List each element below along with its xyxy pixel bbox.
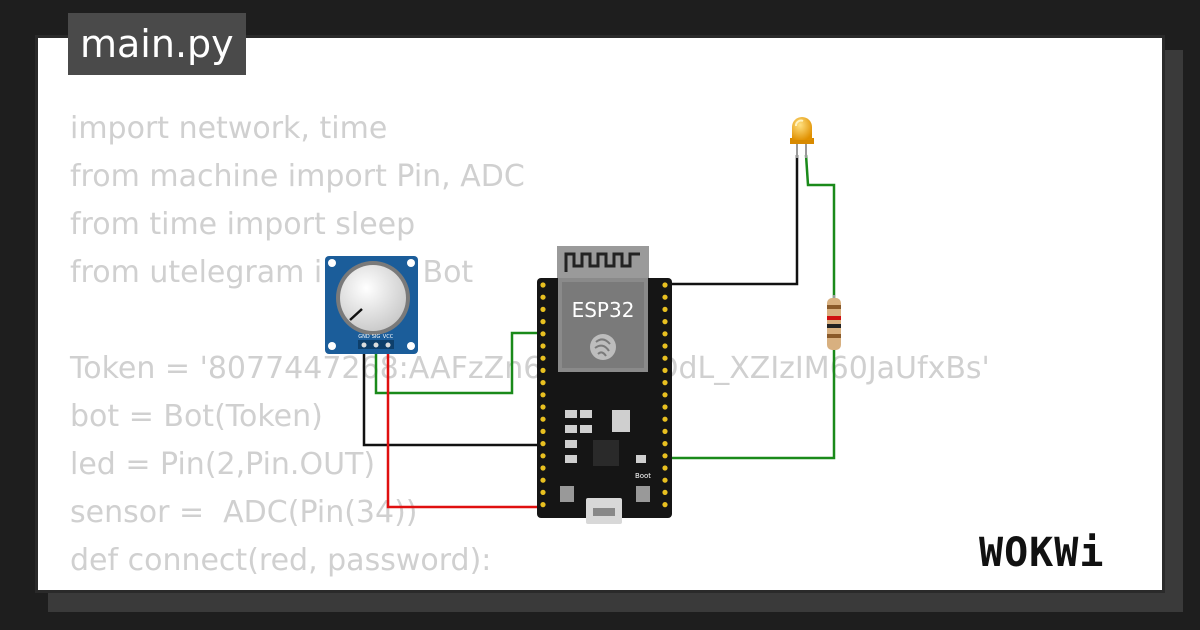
header-pin[interactable] <box>662 355 668 361</box>
header-pin[interactable] <box>540 343 546 349</box>
signal-wire[interactable] <box>374 331 541 395</box>
header-pin[interactable] <box>540 489 546 495</box>
header-pin[interactable] <box>662 441 668 447</box>
header-pin[interactable] <box>540 282 546 288</box>
pot-pin-vcc[interactable] <box>385 342 391 348</box>
code-line: from machine import Pin, ADC <box>70 159 525 194</box>
boot-button[interactable] <box>636 486 650 502</box>
header-pin[interactable] <box>662 294 668 300</box>
header-pin[interactable] <box>662 416 668 422</box>
header-pin[interactable] <box>662 404 668 410</box>
header-pin[interactable] <box>662 502 668 508</box>
header-pin[interactable] <box>540 465 546 471</box>
power-wire[interactable] <box>386 350 541 509</box>
right-pin-header <box>662 282 668 508</box>
header-pin[interactable] <box>540 404 546 410</box>
wires <box>362 154 836 509</box>
header-pin[interactable] <box>540 294 546 300</box>
file-tab[interactable]: main.py <box>68 13 246 75</box>
header-pin[interactable] <box>540 453 546 459</box>
knob-indicator <box>349 308 363 321</box>
header-pin[interactable] <box>540 306 546 312</box>
led[interactable] <box>790 117 814 158</box>
header-pin[interactable] <box>662 380 668 386</box>
ground-wire[interactable] <box>362 350 541 447</box>
potentiometer[interactable]: GND SIG VCC <box>325 256 418 354</box>
resistor-wire[interactable] <box>664 350 836 460</box>
potentiometer-knob[interactable] <box>340 265 406 331</box>
header-pin[interactable] <box>540 331 546 337</box>
led-anode-wire[interactable] <box>804 154 836 298</box>
header-pin[interactable] <box>540 477 546 483</box>
pot-pin-label-sig: SIG <box>372 334 381 340</box>
header-pin[interactable] <box>662 465 668 471</box>
wokwi-logo-text: WOKWi <box>979 530 1104 576</box>
header-pin[interactable] <box>540 380 546 386</box>
code-line: import network, time <box>70 111 388 146</box>
pot-pin-label-vcc: VCC <box>383 334 394 340</box>
header-pin[interactable] <box>540 355 546 361</box>
code-preview: import network, time from machine import … <box>70 105 990 590</box>
header-pin[interactable] <box>662 306 668 312</box>
header-pin[interactable] <box>662 282 668 288</box>
wokwi-logo: WOKWi <box>979 530 1104 576</box>
resistor[interactable] <box>827 295 841 350</box>
espressif-logo-icon <box>590 334 616 360</box>
header-pin[interactable] <box>662 331 668 337</box>
left-pin-header <box>540 282 546 508</box>
code-line: def connect(red, password): <box>70 543 492 578</box>
board-label: ESP32 <box>572 298 635 322</box>
code-line: from time import sleep <box>70 207 416 242</box>
pot-pin-sig[interactable] <box>373 342 379 348</box>
header-pin[interactable] <box>662 477 668 483</box>
header-pin[interactable] <box>540 392 546 398</box>
pot-pin-label-gnd: GND <box>358 334 370 340</box>
header-pin[interactable] <box>662 489 668 495</box>
esp32-board[interactable]: ESP32 Boot <box>537 246 672 524</box>
header-pin[interactable] <box>662 319 668 325</box>
header-pin[interactable] <box>540 416 546 422</box>
pot-pin-gnd[interactable] <box>361 342 367 348</box>
header-pin[interactable] <box>540 428 546 434</box>
header-pin[interactable] <box>662 343 668 349</box>
boot-label: Boot <box>635 472 651 480</box>
en-button[interactable] <box>560 486 574 502</box>
header-pin[interactable] <box>540 319 546 325</box>
header-pin[interactable] <box>540 441 546 447</box>
header-pin[interactable] <box>662 367 668 373</box>
header-pin[interactable] <box>540 502 546 508</box>
code-line: sensor = ADC(Pin(34)) <box>70 495 418 530</box>
code-line: led = Pin(2,Pin.OUT) <box>70 447 376 482</box>
code-line: bot = Bot(Token) <box>70 399 323 434</box>
header-pin[interactable] <box>662 428 668 434</box>
led-cathode-wire[interactable] <box>664 155 799 286</box>
header-pin[interactable] <box>662 392 668 398</box>
header-pin[interactable] <box>540 367 546 373</box>
header-pin[interactable] <box>662 453 668 459</box>
